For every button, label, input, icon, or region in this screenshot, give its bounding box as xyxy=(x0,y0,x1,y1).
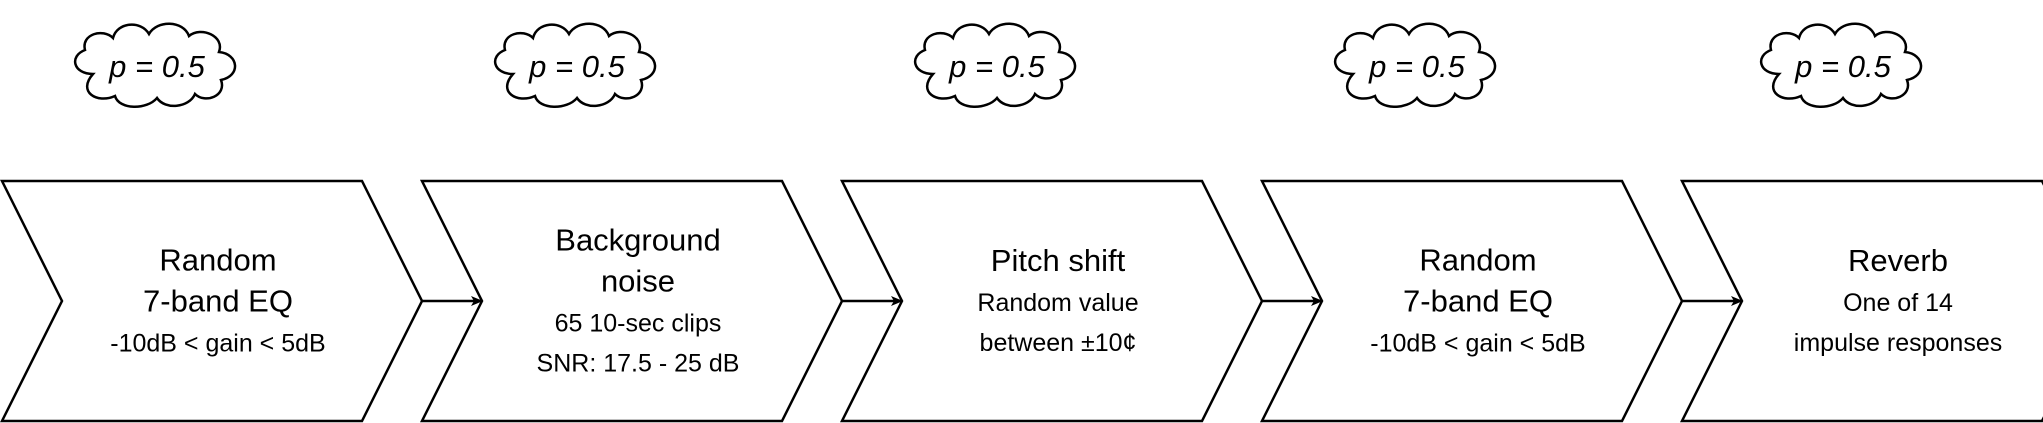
stage-title-line: 7-band EQ xyxy=(143,283,293,318)
stage-detail-line: -10dB < gain < 5dB xyxy=(110,330,325,358)
stage-title-line: 7-band EQ xyxy=(1403,283,1553,318)
stage-chevron xyxy=(1679,179,2043,423)
stage-title-line: Pitch shift xyxy=(991,243,1126,278)
stage-title-line: Background xyxy=(555,222,720,257)
probability-label: p = 0.5 xyxy=(948,49,1045,84)
probability-label: p = 0.5 xyxy=(528,49,625,84)
stage-title-line: noise xyxy=(601,263,675,298)
stage-detail-line: between ±10¢ xyxy=(980,329,1137,357)
stage-chevron xyxy=(839,179,1264,423)
probability-label: p = 0.5 xyxy=(108,49,205,84)
stage-title-line: Random xyxy=(159,242,276,277)
stage-detail-line: One of 14 xyxy=(1843,289,1953,317)
stage-chevron xyxy=(419,179,844,423)
stage-title-line: Random xyxy=(1419,242,1536,277)
stage-chevron xyxy=(0,179,424,423)
probability-label: p = 0.5 xyxy=(1794,49,1891,84)
stage-detail-line: -10dB < gain < 5dB xyxy=(1370,330,1585,358)
stage-detail-line: 65 10-sec clips xyxy=(555,310,722,338)
stage-detail-line: SNR: 17.5 - 25 dB xyxy=(537,350,740,378)
stage-chevron xyxy=(1259,179,1684,423)
stage-detail-line: Random value xyxy=(977,289,1138,317)
stage-detail-line: impulse responses xyxy=(1794,329,2002,357)
probability-label: p = 0.5 xyxy=(1368,49,1465,84)
stage-title-line: Reverb xyxy=(1848,243,1948,278)
